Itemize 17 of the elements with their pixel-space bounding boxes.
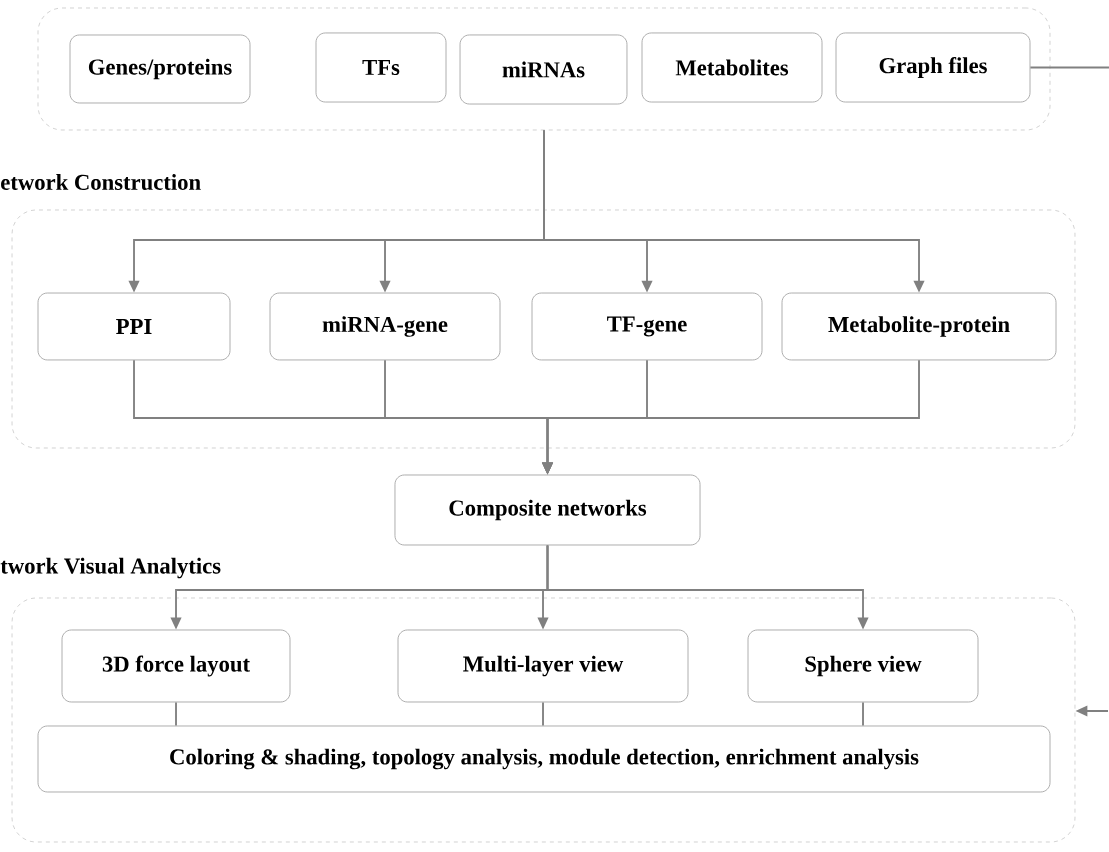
node-label: twork Visual Analytics [0,557,221,579]
process-box: Coloring & shading, topology analysis, module detection, enrichment analysis [37,725,1051,793]
process-box: TFs [315,32,447,103]
process-box: 3D force layout [61,629,291,703]
process-box: Multi-layer view [397,629,689,703]
process-box: Graph files [835,32,1031,103]
process-box: miRNA-gene [269,292,501,361]
node-label: etwork Construction [1,174,201,190]
process-box: TF-gene [531,292,763,361]
process-box: PPI [37,292,231,361]
process-box: Metabolite-protein [781,292,1057,361]
process-box: Composite networks [394,474,701,546]
process-box: Sphere view [747,629,979,703]
process-box: Metabolites [641,32,823,103]
process-box: miRNAs [459,34,628,105]
group-box [37,7,1051,131]
process-box: Genes/proteins [69,34,251,104]
